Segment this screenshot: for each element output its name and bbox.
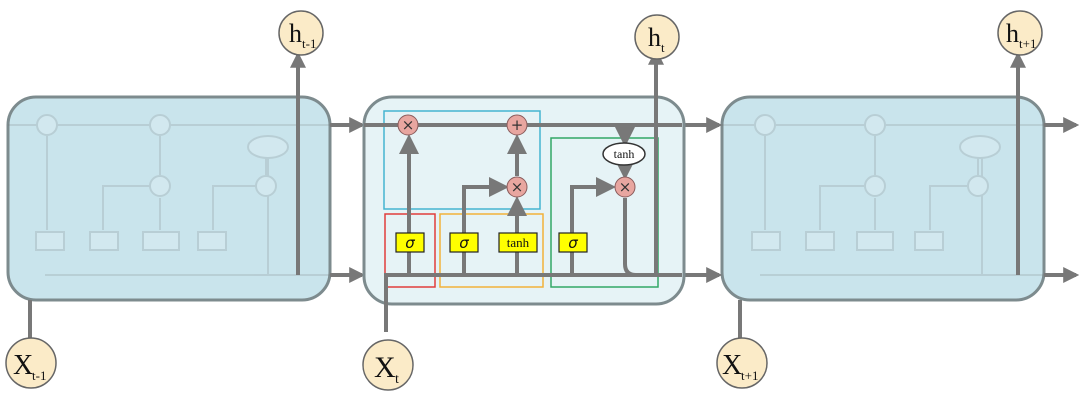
gate-tanh-candidate-label: tanh bbox=[507, 235, 530, 250]
op-add: + bbox=[506, 114, 528, 136]
hidden-state-prev-node: h t-1 bbox=[278, 10, 324, 56]
gate-sigma-forget: σ bbox=[395, 232, 425, 253]
gate-tanh-candidate: tanh bbox=[498, 232, 538, 253]
input-next-node: X t+1 bbox=[716, 337, 768, 389]
input-gate-box bbox=[439, 213, 544, 288]
input-next-base: X bbox=[722, 350, 742, 381]
next-cell-internals bbox=[722, 114, 1044, 276]
input-curr-sub: t bbox=[395, 372, 399, 387]
gate-sigma-input-label: σ bbox=[459, 234, 469, 252]
tanh-cell-label: tanh bbox=[614, 147, 635, 161]
gate-sigma-output: σ bbox=[558, 232, 588, 253]
op-add-label: + bbox=[511, 116, 524, 134]
lstm-cell-next bbox=[720, 51, 1080, 302]
hidden-state-curr-sub: t bbox=[661, 40, 665, 55]
input-prev-sub: t-1 bbox=[32, 368, 46, 383]
op-output-multiply: × bbox=[614, 176, 636, 198]
hidden-state-next-node: h t+1 bbox=[997, 10, 1043, 56]
op-forget-multiply-label: × bbox=[402, 116, 415, 134]
op-forget-multiply: × bbox=[397, 114, 419, 136]
op-input-multiply: × bbox=[506, 176, 528, 198]
input-curr-base: X bbox=[374, 351, 396, 384]
input-prev-node: X t-1 bbox=[5, 337, 57, 389]
hidden-state-next-base: h bbox=[1006, 19, 1019, 48]
hidden-state-prev-sub: t-1 bbox=[302, 36, 316, 51]
input-prev-base: X bbox=[13, 350, 33, 381]
lstm-cell-prev bbox=[6, 51, 332, 302]
gate-sigma-output-label: σ bbox=[568, 234, 578, 252]
lstm-cell-current: × + × × tanh σ σ tanh bbox=[362, 48, 686, 332]
tanh-cell-node: tanh bbox=[602, 142, 646, 166]
hidden-state-prev-base: h bbox=[289, 19, 302, 48]
op-input-multiply-label: × bbox=[511, 178, 524, 196]
gate-sigma-input: σ bbox=[449, 232, 479, 253]
hidden-state-next-sub: t+1 bbox=[1019, 36, 1036, 51]
op-output-multiply-label: × bbox=[619, 178, 632, 196]
hidden-state-curr-node: h t bbox=[634, 14, 680, 60]
hidden-state-curr-base: h bbox=[648, 23, 661, 52]
gate-sigma-forget-label: σ bbox=[405, 234, 415, 252]
prev-cell-internals bbox=[8, 114, 330, 276]
input-curr-node: X t bbox=[362, 339, 414, 391]
xt-input-line bbox=[384, 273, 682, 332]
input-next-sub: t+1 bbox=[741, 368, 758, 383]
